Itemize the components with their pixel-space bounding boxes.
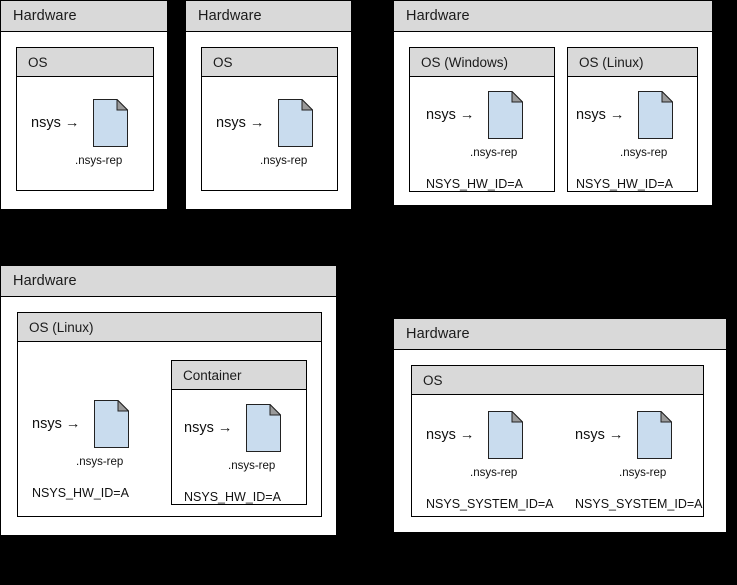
- nsys-row: nsys →: [575, 410, 703, 469]
- hardware-body: OS (Windows) nsys → .nsys-rep NSY: [393, 32, 713, 206]
- os-linux-body: nsys → .nsys-rep NSYS_HW_ID=A: [567, 77, 698, 192]
- hardware-panel-5: Hardware OS nsys →: [393, 318, 727, 533]
- nsys-label: nsys →: [184, 420, 233, 436]
- hardware-body: OS nsys → .nsys-rep: [185, 32, 352, 210]
- nsys-label: nsys →: [576, 107, 625, 123]
- hardware-header: Hardware: [393, 318, 727, 350]
- nsys-report-unit: nsys → .nsys-rep NSYS_SYSTEM_ID=A: [426, 410, 554, 511]
- nsys-report-unit: nsys → .nsys-rep NSYS_SYSTEM_ID=A: [575, 410, 703, 511]
- nsys-report-unit: nsys → .nsys-rep NSYS_HW_ID=A: [32, 399, 160, 500]
- report-file-icon: [278, 98, 314, 152]
- nsys-label: nsys →: [31, 115, 80, 131]
- hardware-body: OS (Linux) nsys → .nsys-rep: [0, 297, 337, 536]
- os-windows-header: OS (Windows): [409, 47, 555, 77]
- report-extension-label: .nsys-rep: [620, 147, 668, 159]
- nsys-report-unit: nsys → .nsys-rep NSYS_HW_ID=A: [426, 90, 554, 191]
- os-linux-box: OS (Linux) nsys → .nsys-rep NSYS_: [567, 47, 698, 192]
- env-var-label: NSYS_HW_ID=A: [32, 486, 129, 500]
- report-file-icon: [93, 98, 129, 152]
- report-file-icon: [638, 90, 674, 144]
- hardware-title: Hardware: [198, 8, 262, 24]
- hardware-title: Hardware: [406, 8, 470, 24]
- container-body: nsys → .nsys-rep NSYS_HW_ID=A: [171, 390, 307, 505]
- env-var-label: NSYS_SYSTEM_ID=A: [426, 497, 554, 511]
- hardware-title: Hardware: [13, 8, 77, 24]
- nsys-report-unit: nsys → .nsys-rep: [31, 98, 159, 167]
- hardware-header: Hardware: [393, 0, 713, 32]
- os-linux-host-title: OS (Linux): [29, 319, 94, 335]
- hardware-panel-3: Hardware OS (Windows) nsys →: [393, 0, 713, 206]
- nsys-row: nsys →: [184, 403, 312, 462]
- os-windows-body: nsys → .nsys-rep NSYS_HW_ID=A: [409, 77, 555, 192]
- nsys-report-unit: nsys → .nsys-rep: [216, 98, 344, 167]
- os-linux-header: OS (Linux): [567, 47, 698, 77]
- env-var-label: NSYS_HW_ID=A: [576, 177, 673, 191]
- report-extension-label: .nsys-rep: [228, 460, 276, 472]
- hardware-panel-2: Hardware OS nsys →: [185, 0, 352, 210]
- os-linux-title: OS (Linux): [579, 54, 644, 70]
- report-file-icon: [488, 410, 524, 464]
- nsys-row: nsys →: [576, 90, 704, 149]
- os-title: OS: [28, 54, 48, 70]
- hardware-header: Hardware: [185, 0, 352, 32]
- os-linux-host-body: nsys → .nsys-rep NSYS_HW_ID=A: [17, 342, 322, 517]
- report-extension-label: .nsys-rep: [75, 155, 123, 167]
- os-box: OS nsys → .nsys-rep NSYS_SYSTEM_I: [411, 365, 704, 517]
- os-body: nsys → .nsys-rep: [16, 77, 154, 191]
- report-extension-label: .nsys-rep: [76, 456, 124, 468]
- os-title: OS: [423, 372, 443, 388]
- nsys-report-unit: nsys → .nsys-rep NSYS_HW_ID=A: [576, 90, 704, 191]
- os-header: OS: [411, 365, 704, 395]
- hardware-panel-1: Hardware OS nsys →: [0, 0, 168, 210]
- report-extension-label: .nsys-rep: [619, 467, 667, 479]
- hardware-title: Hardware: [406, 326, 470, 342]
- container-header: Container: [171, 360, 307, 390]
- os-header: OS: [16, 47, 154, 77]
- os-windows-title: OS (Windows): [421, 54, 509, 70]
- env-var-label: NSYS_HW_ID=A: [426, 177, 523, 191]
- hardware-header: Hardware: [0, 0, 168, 32]
- nsys-row: nsys →: [426, 410, 554, 469]
- os-title: OS: [213, 54, 233, 70]
- nsys-label: nsys →: [32, 416, 81, 432]
- env-var-label: NSYS_HW_ID=A: [184, 490, 281, 504]
- nsys-report-unit: nsys → .nsys-rep NSYS_HW_ID=A: [184, 403, 312, 504]
- report-file-icon: [637, 410, 673, 464]
- hardware-body: OS nsys → .nsys-rep NSYS_SYSTEM_I: [393, 350, 727, 533]
- hardware-header: Hardware: [0, 265, 337, 297]
- os-box: OS nsys → .nsys-rep: [16, 47, 154, 191]
- hardware-title: Hardware: [13, 273, 77, 289]
- nsys-label: nsys →: [216, 115, 265, 131]
- report-file-icon: [488, 90, 524, 144]
- container-title: Container: [183, 367, 242, 383]
- report-extension-label: .nsys-rep: [260, 155, 308, 167]
- report-extension-label: .nsys-rep: [470, 147, 518, 159]
- report-extension-label: .nsys-rep: [470, 467, 518, 479]
- os-box: OS nsys → .nsys-rep: [201, 47, 338, 191]
- os-header: OS: [201, 47, 338, 77]
- os-linux-host-header: OS (Linux): [17, 312, 322, 342]
- report-file-icon: [246, 403, 282, 457]
- hardware-panel-4: Hardware OS (Linux) nsys →: [0, 265, 337, 536]
- report-file-icon: [94, 399, 130, 453]
- os-body: nsys → .nsys-rep NSYS_SYSTEM_ID=A nsys: [411, 395, 704, 517]
- os-body: nsys → .nsys-rep: [201, 77, 338, 191]
- os-windows-box: OS (Windows) nsys → .nsys-rep NSY: [409, 47, 555, 192]
- nsys-row: nsys →: [32, 399, 160, 458]
- container-box: Container nsys →: [171, 360, 307, 505]
- nsys-row: nsys →: [216, 98, 344, 157]
- os-linux-host-box: OS (Linux) nsys → .nsys-rep: [17, 312, 322, 517]
- nsys-label: nsys →: [575, 427, 624, 443]
- nsys-row: nsys →: [31, 98, 159, 157]
- nsys-row: nsys →: [426, 90, 554, 149]
- nsys-label: nsys →: [426, 427, 475, 443]
- nsys-label: nsys →: [426, 107, 475, 123]
- env-var-label: NSYS_SYSTEM_ID=A: [575, 497, 703, 511]
- hardware-body: OS nsys → .nsys-rep: [0, 32, 168, 210]
